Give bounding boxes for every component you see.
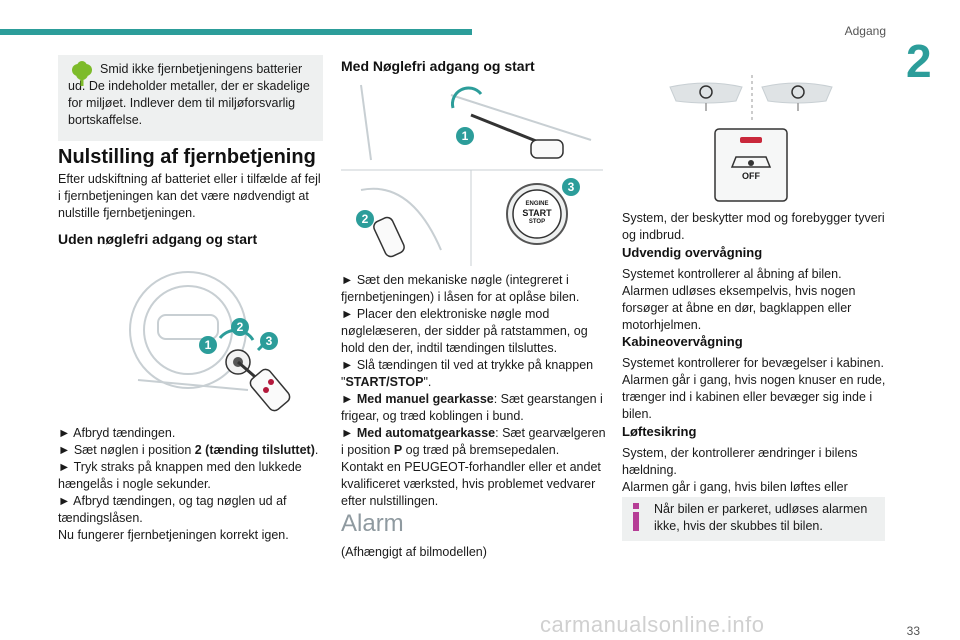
step-3: ► Slå tændingen til ved at trykke på kna… [341,358,594,389]
cabin-monitoring-text: Systemet kontrollerer for bevægelser i k… [622,356,886,421]
without-keyless-heading: Uden nøglefri adgang og start [58,231,258,247]
tree-icon [70,61,94,87]
step-result: Nu fungerer fjernbetjeningen korrekt ige… [58,528,289,542]
keyless-steps: ► Sæt den mekaniske nøgle (integreret i … [341,272,606,510]
engine-start-stop-button: ENGINE START STOP [522,201,552,225]
step-4: ► Med manuel gearkasse: Sæt gearstangen … [341,392,603,423]
exterior-monitoring-heading: Udvendig overvågning [622,245,763,260]
callout-2: 2 [231,318,249,336]
info-note-box: Når bilen er parkeret, udløses alarmen i… [622,497,885,541]
step-5: ► Med automatgearkasse: Sæt gearvælgeren… [341,426,606,457]
callout-3: 3 [562,178,580,196]
alarm-heading: Alarm [341,510,404,537]
step-2: ► Sæt nøglen i position 2 (tænding tilsl… [58,443,319,457]
cabin-monitoring-heading: Kabineovervågning [622,334,743,349]
callout-2: 2 [356,210,374,228]
page-number: 33 [906,624,920,638]
callout-3: 3 [260,332,278,350]
watermark: carmanualsonline.info [540,612,765,637]
info-icon [632,503,640,531]
callout-1: 1 [456,127,474,145]
tilt-protection-heading: Løftesikring [622,424,697,439]
contact-note: Kontakt en PEUGEOT-forhandler eller et a… [341,460,601,508]
keyless-illustration: 1 2 3 ENGINE START STOP [341,80,603,266]
alarm-illustration: OFF [662,75,847,205]
step-2: ► Placer den elektroniske nøgle mod nøgl… [341,307,588,355]
eco-note-text: Smid ikke fjernbetjeningens batterier ud… [68,62,310,127]
ignition-illustration: 1 2 3 [108,270,320,418]
chapter-number: 2 [906,35,932,87]
callout-1: 1 [199,336,217,354]
reset-heading: Nulstilling af fjernbetjening [58,146,316,168]
alarm-off-button-label: OFF [742,171,760,181]
step-1: ► Sæt den mekaniske nøgle (integreret i … [341,273,580,304]
section-label: Adgang [844,24,886,38]
exterior-monitoring-text: Systemet kontrollerer al åbning af bilen… [622,267,856,332]
step-1: ► Afbryd tændingen. [58,426,176,440]
step-4: ► Afbryd tændingen, og tag nøglen ud af … [58,494,287,525]
eco-note-box: Smid ikke fjernbetjeningens batterier ud… [58,55,323,141]
info-note-text: Når bilen er parkeret, udløses alarmen i… [654,502,868,533]
reset-steps: ► Afbryd tændingen. ► Sæt nøglen i posit… [58,425,323,544]
keyless-heading: Med Nøglefri adgang og start [341,58,535,74]
alarm-model-note: (Afhængigt af bilmodellen) [341,545,487,559]
reset-intro: Efter udskiftning af batteriet eller i t… [58,172,321,220]
step-3: ► Tryk straks på knappen med den lukkede… [58,460,302,491]
alarm-intro: System, der beskytter mod og forebygger … [622,211,885,242]
header-accent-bar [0,29,472,35]
